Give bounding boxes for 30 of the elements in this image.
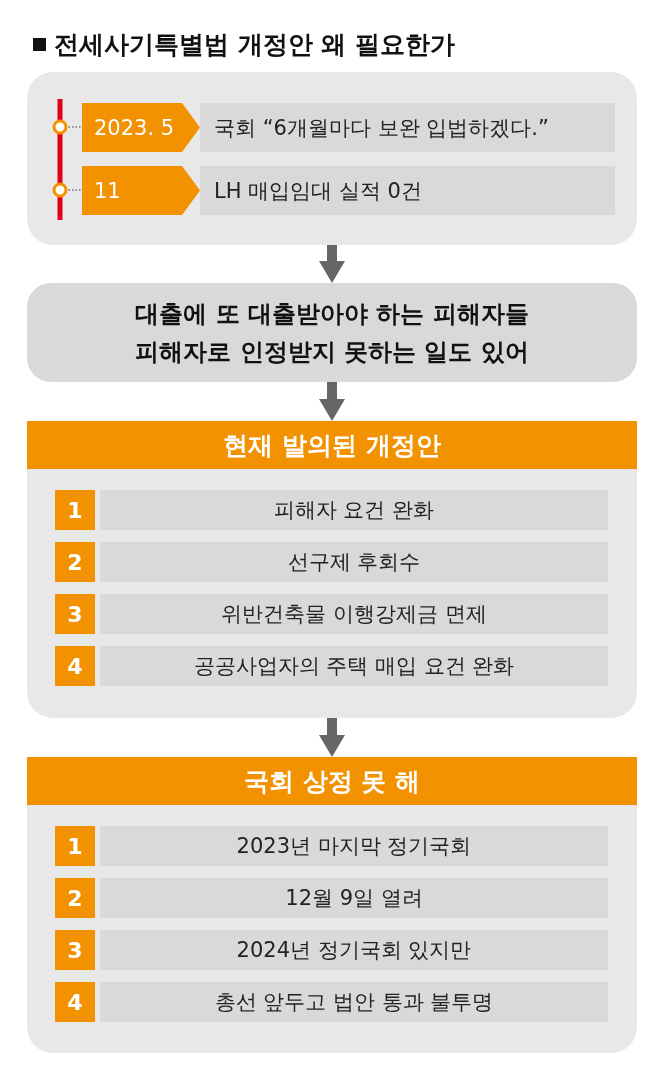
- summary-box: 대출에 또 대출받아야 하는 피해자들 피해자로 인정받지 못하는 일도 있어: [27, 283, 637, 382]
- timeline-panel: [27, 72, 637, 245]
- title: 전세사기특별법 개정안 왜 필요한가: [54, 29, 456, 61]
- timeline-item: LH 매입임대 실적 0건: [200, 166, 615, 215]
- list-item: 2024년 정기국회 있지만: [100, 930, 608, 970]
- list-item: 총선 앞두고 법안 통과 불투명: [100, 982, 608, 1022]
- timeline-item: 국회 “6개월마다 보완 입법하겠다.”: [200, 103, 615, 152]
- section-heading: 현재 발의된 개정안: [27, 421, 637, 469]
- arrow: [319, 245, 345, 283]
- number-box: 2: [55, 878, 95, 918]
- number-box: 1: [55, 490, 95, 530]
- arrow: [319, 382, 345, 421]
- number-box: 2: [55, 542, 95, 582]
- arrow: [319, 718, 345, 757]
- chevron-tag: 11: [82, 166, 200, 215]
- number-box: 4: [55, 646, 95, 686]
- list-item: 12월 9일 열려: [100, 878, 608, 918]
- number-box: 1: [55, 826, 95, 866]
- number-box: 4: [55, 982, 95, 1022]
- number-box: 3: [55, 930, 95, 970]
- section-panel: [27, 757, 637, 1053]
- list-item: 피해자 요건 완화: [100, 490, 608, 530]
- list-item: 2023년 마지막 정기국회: [100, 826, 608, 866]
- section-panel: [27, 421, 637, 718]
- list-item: 선구제 후회수: [100, 542, 608, 582]
- section-heading: 국회 상정 못 해: [27, 757, 637, 805]
- number-box: 3: [55, 594, 95, 634]
- list-item: 위반건축물 이행강제금 면제: [100, 594, 608, 634]
- list-item: 공공사업자의 주택 매입 요건 완화: [100, 646, 608, 686]
- chevron-tag: 2023. 5: [82, 103, 200, 152]
